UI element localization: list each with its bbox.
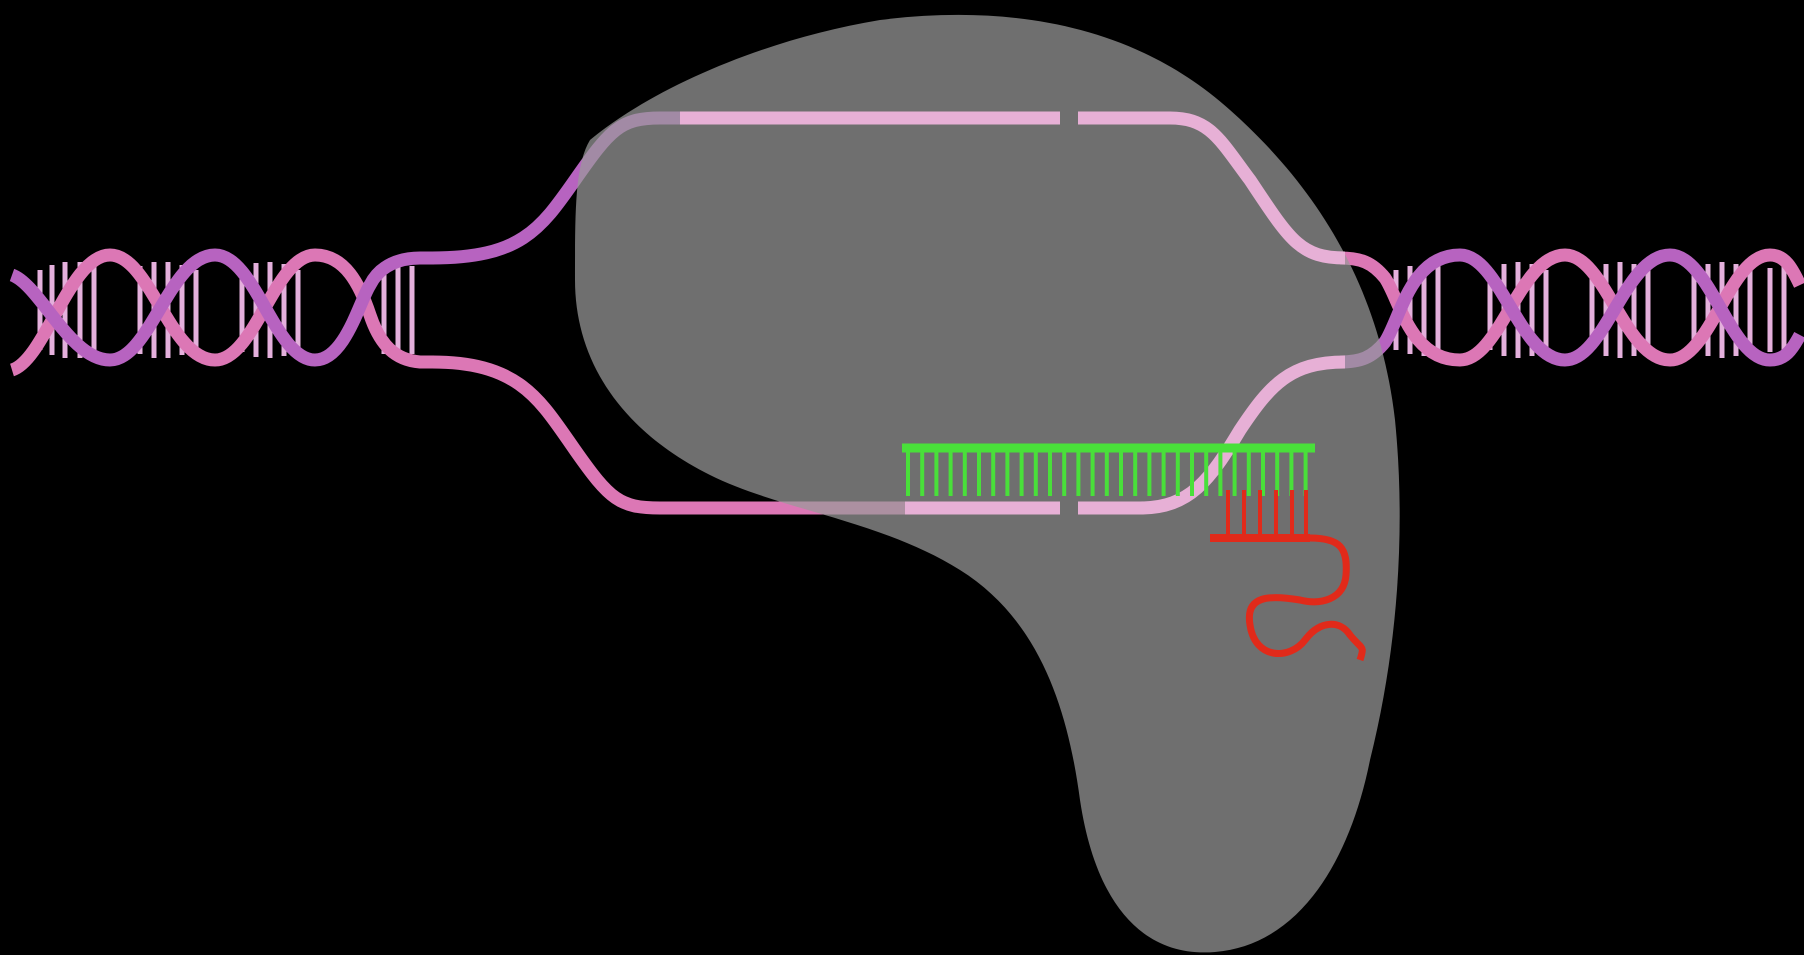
dna-double-helix-right bbox=[1340, 255, 1800, 362]
dna-double-helix-left bbox=[12, 255, 434, 370]
